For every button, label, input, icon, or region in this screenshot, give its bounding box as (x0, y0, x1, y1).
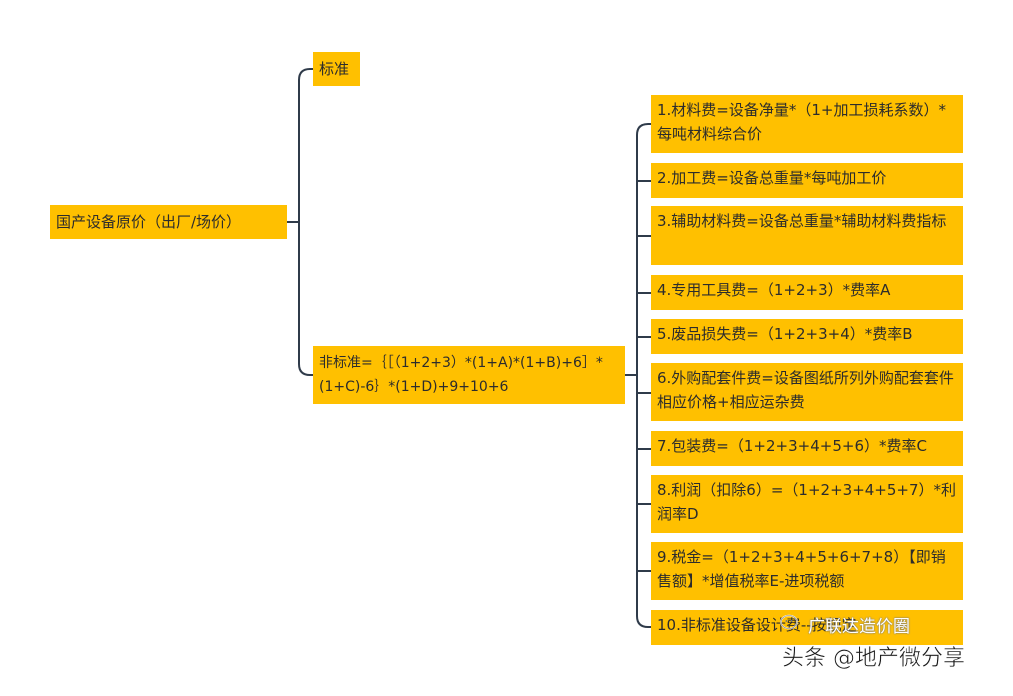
component-node-1[interactable]: 1.材料费=设备净量*（1+加工损耗系数）*每吨材料综合价 (651, 95, 963, 153)
component-node-6[interactable]: 6.外购配套件费=设备图纸所列外购配套套件相应价格+相应运杂费 (651, 363, 963, 421)
component-label-9: 9.税金=（1+2+3+4+5+6+7+8）【即销售额】*增值税率E-进项税额 (657, 548, 946, 590)
wechat-icon (780, 614, 798, 630)
watermark-attribution: 头条 @地产微分享 (782, 646, 966, 672)
component-label-1: 1.材料费=设备净量*（1+加工损耗系数）*每吨材料综合价 (657, 101, 946, 143)
component-label-10: 10.非标准设备设计费--按规定 (657, 616, 857, 634)
component-node-2[interactable]: 2.加工费=设备总重量*每吨加工价 (651, 163, 963, 198)
root-node[interactable]: 国产设备原价（出厂/场价） (50, 205, 287, 239)
component-node-7[interactable]: 7.包装费=（1+2+3+4+5+6）*费率C (651, 431, 963, 466)
nonstandard-formula-node[interactable]: 非标准=｛［（1+2+3）*(1+A)*(1+B)+6］*(1+C)-6｝*(1… (313, 346, 625, 404)
component-node-5[interactable]: 5.废品损失费=（1+2+3+4）*费率B (651, 319, 963, 354)
component-label-6: 6.外购配套件费=设备图纸所列外购配套套件相应价格+相应运杂费 (657, 369, 954, 411)
connector-components-trunk (636, 123, 649, 628)
component-label-5: 5.废品损失费=（1+2+3+4）*费率B (657, 325, 913, 343)
component-label-8: 8.利润（扣除6）=（1+2+3+4+5+7）*利润率D (657, 481, 957, 523)
standard-node[interactable]: 标准 (313, 52, 360, 86)
nonstandard-formula-label: 非标准=｛［（1+2+3）*(1+A)*(1+B)+6］*(1+C)-6｝*(1… (319, 355, 603, 395)
watermark-source: 广联达造价圈 (808, 617, 910, 637)
component-node-10[interactable]: 10.非标准设备设计费--按规定 (651, 610, 963, 645)
component-node-4[interactable]: 4.专用工具费=（1+2+3）*费率A (651, 275, 963, 310)
component-label-3: 3.辅助材料费=设备总重量*辅助材料费指标 (657, 212, 947, 230)
connector-root-trunk (298, 68, 311, 376)
root-node-label: 国产设备原价（出厂/场价） (56, 213, 242, 231)
component-label-4: 4.专用工具费=（1+2+3）*费率A (657, 281, 891, 299)
component-node-8[interactable]: 8.利润（扣除6）=（1+2+3+4+5+7）*利润率D (651, 475, 963, 533)
component-label-2: 2.加工费=设备总重量*每吨加工价 (657, 169, 887, 187)
component-node-9[interactable]: 9.税金=（1+2+3+4+5+6+7+8）【即销售额】*增值税率E-进项税额 (651, 542, 963, 600)
component-node-3[interactable]: 3.辅助材料费=设备总重量*辅助材料费指标 (651, 206, 963, 265)
standard-node-label: 标准 (319, 60, 350, 78)
component-label-7: 7.包装费=（1+2+3+4+5+6）*费率C (657, 437, 927, 455)
